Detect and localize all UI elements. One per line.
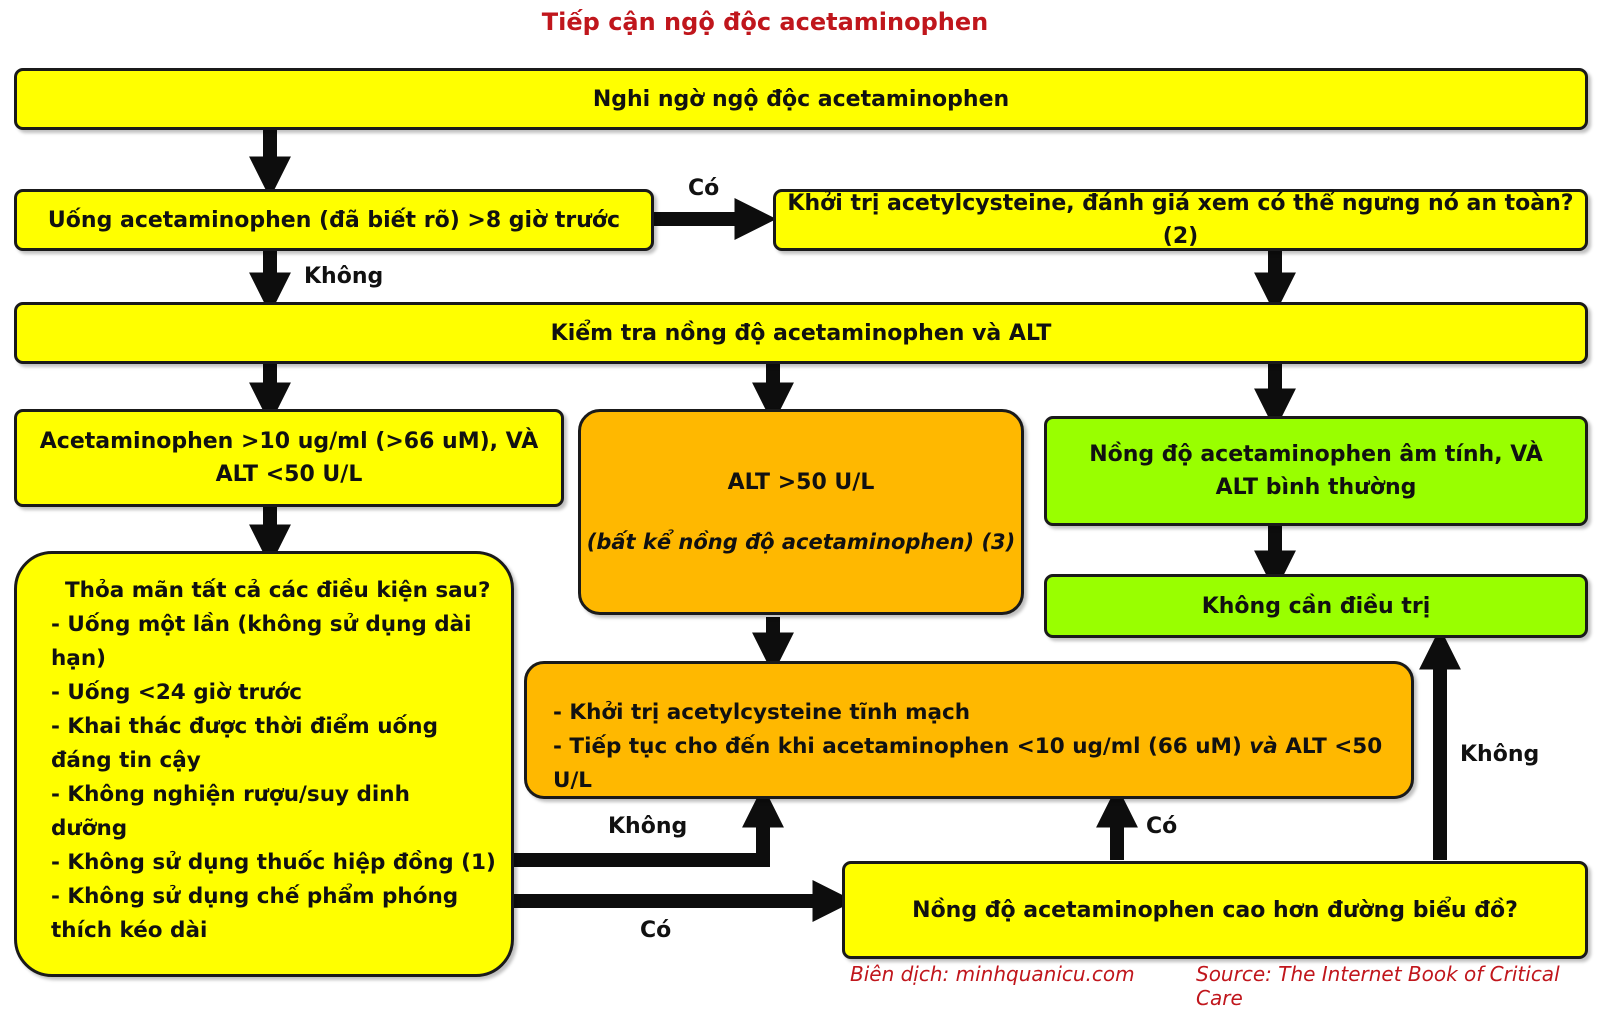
nomogram-box: Nồng độ acetaminophen cao hơn đường biểu… xyxy=(842,861,1588,959)
no-treatment-box: Không cần điều trị xyxy=(1044,574,1588,638)
label-no-left: Không xyxy=(304,264,384,289)
criteria-item: dưỡng xyxy=(51,816,128,841)
criteria-item: hạn) xyxy=(51,646,106,671)
iv-nac-line2: - Tiếp tục cho đến khi acetaminophen <10… xyxy=(553,734,1383,793)
check-levels-box: Kiểm tra nồng độ acetaminophen và ALT xyxy=(14,302,1588,364)
negative-line2: ALT bình thường xyxy=(1215,475,1417,500)
criteria-item: thích kéo dài xyxy=(51,918,208,943)
alt-high-line1: ALT >50 U/L xyxy=(727,469,875,495)
suspect-box: Nghi ngờ ngộ độc acetaminophen xyxy=(14,68,1588,130)
start-nac-text: Khởi trị acetylcysteine, đánh giá xem có… xyxy=(787,191,1574,249)
criteria-item: đáng tin cậy xyxy=(51,748,201,773)
start-nac-box: Khởi trị acetylcysteine, đánh giá xem có… xyxy=(773,189,1588,251)
criteria-item: - Uống <24 giờ trước xyxy=(51,680,302,705)
label-yes-top: Có xyxy=(688,176,720,201)
criteria-item: - Không sử dụng thuốc hiệp đồng (1) xyxy=(51,850,496,875)
criteria-item: - Khai thác được thời điểm uống xyxy=(51,714,438,739)
alt-high-box: ALT >50 U/L (bất kể nồng độ acetaminophe… xyxy=(578,409,1024,615)
ingested-text: Uống acetaminophen (đã biết rõ) >8 giờ t… xyxy=(47,207,621,233)
arrow-criteria-no-to-iv-nac xyxy=(514,785,784,867)
footer-source: Source: The Internet Book of Critical Ca… xyxy=(1196,962,1560,1010)
suspect-text: Nghi ngờ ngộ độc acetaminophen xyxy=(592,86,1010,112)
negative-box: Nồng độ acetaminophen âm tính, VÀ ALT bì… xyxy=(1044,416,1588,526)
negative-line1: Nồng độ acetaminophen âm tính, VÀ xyxy=(1089,442,1543,467)
label-no-criteria: Không xyxy=(608,814,688,839)
criteria-heading: Thỏa mãn tất cả các điều kiện sau? xyxy=(65,578,491,603)
footer-translation: Biên dịch: minhquanicu.com xyxy=(850,962,1135,986)
diagram-title: Tiếp cận ngộ độc acetaminophen xyxy=(541,8,989,36)
acet-high-box: Acetaminophen >10 ug/ml (>66 uM), VÀ ALT… xyxy=(14,409,564,507)
ingested-box: Uống acetaminophen (đã biết rõ) >8 giờ t… xyxy=(14,189,654,251)
criteria-item: - Không nghiện rượu/suy dinh xyxy=(51,782,410,807)
no-treatment-text: Không cần điều trị xyxy=(1201,593,1431,619)
iv-nac-box: - Khởi trị acetylcysteine tĩnh mạch - Ti… xyxy=(524,661,1414,799)
iv-nac-line1: - Khởi trị acetylcysteine tĩnh mạch xyxy=(553,700,971,725)
acet-high-line1: Acetaminophen >10 ug/ml (>66 uM), VÀ xyxy=(39,429,539,454)
acet-high-line2: ALT <50 U/L xyxy=(215,462,363,487)
label-yes-criteria: Có xyxy=(640,918,672,943)
label-yes-nomogram: Có xyxy=(1146,814,1178,839)
criteria-item: - Uống một lần (không sử dụng dài xyxy=(51,612,472,637)
nomogram-text: Nồng độ acetaminophen cao hơn đường biểu… xyxy=(912,897,1518,923)
label-no-nomogram: Không xyxy=(1460,742,1540,767)
check-levels-text: Kiểm tra nồng độ acetaminophen và ALT xyxy=(550,320,1052,346)
criteria-item: - Không sử dụng chế phẩm phóng xyxy=(51,884,459,909)
criteria-box: Thỏa mãn tất cả các điều kiện sau? - Uốn… xyxy=(14,551,514,977)
alt-high-line2: (bất kể nồng độ acetaminophen) (3) xyxy=(586,529,1016,554)
